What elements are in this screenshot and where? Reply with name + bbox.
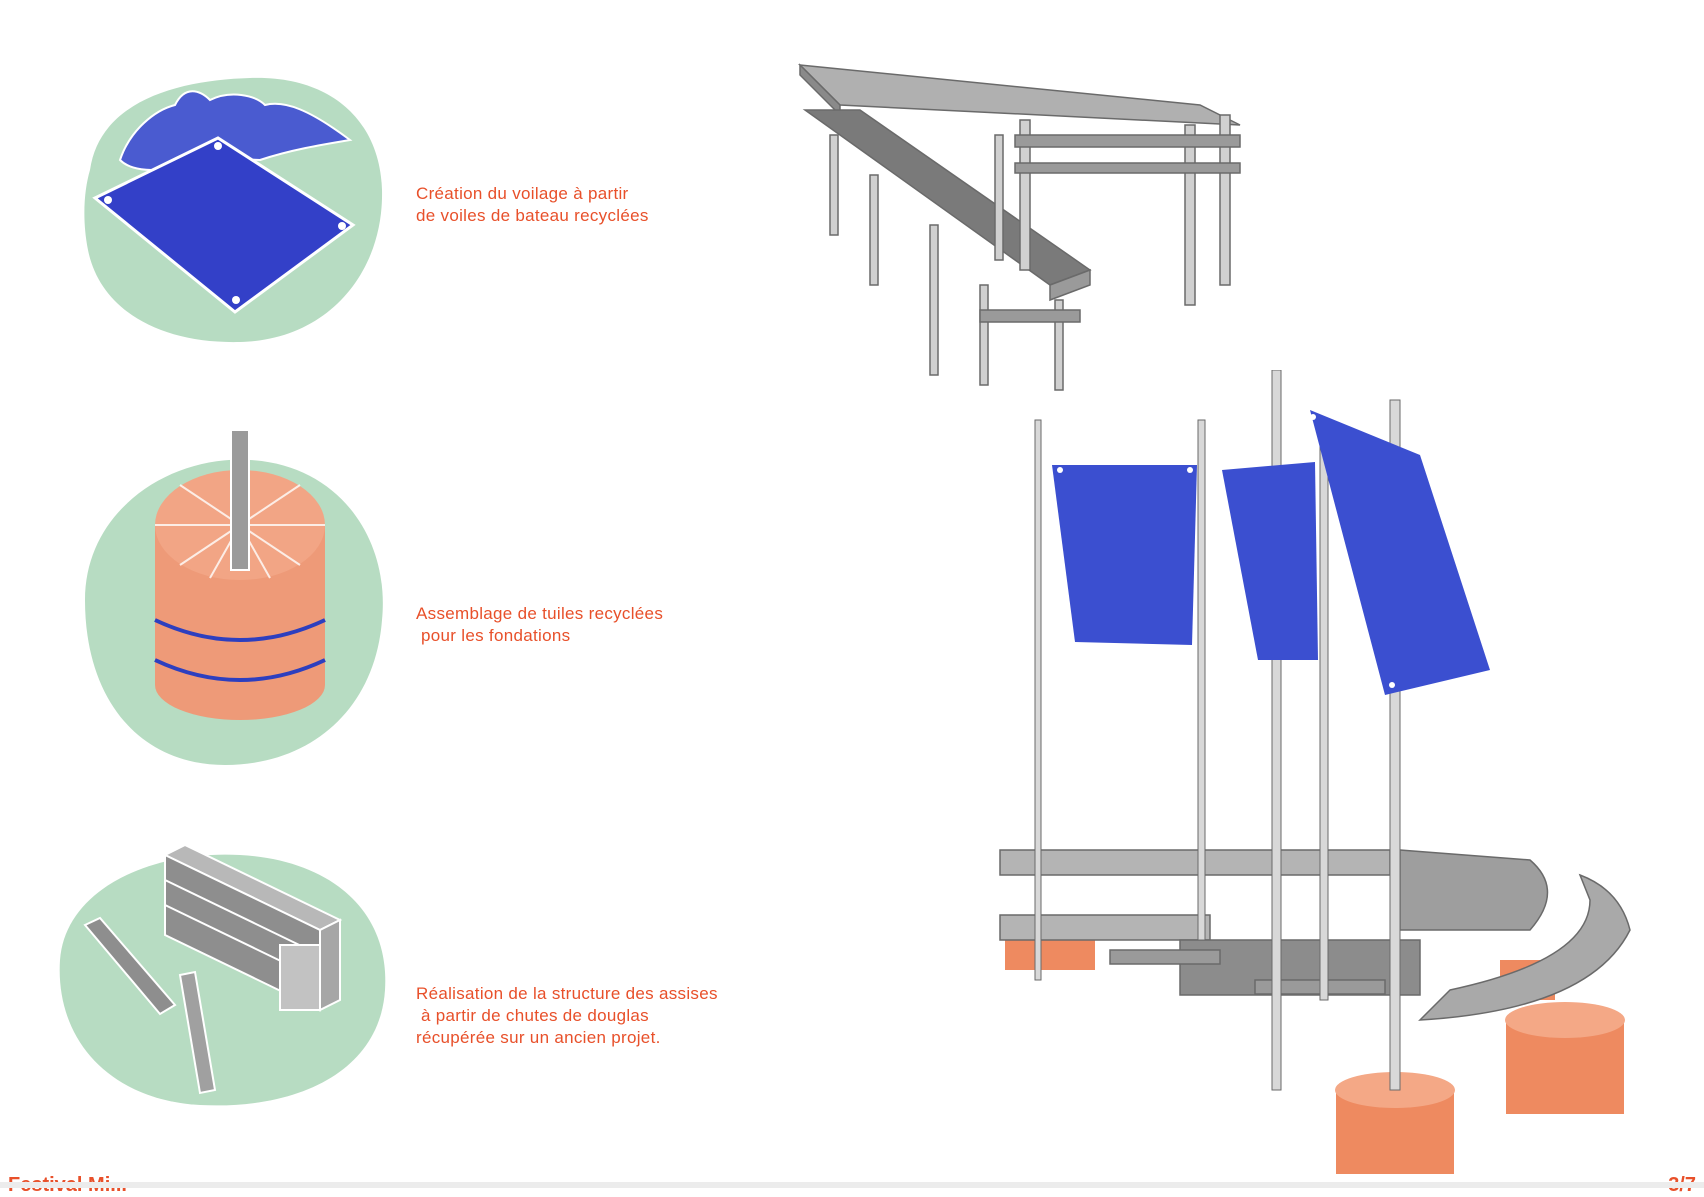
sail-right — [1310, 410, 1490, 695]
bench-structure-drawing — [797, 63, 1241, 391]
tile-foundation-illustration — [85, 430, 383, 765]
step-3-caption: Réalisation de la structure des assises … — [416, 984, 718, 1047]
mast — [1197, 419, 1206, 941]
sail-middle — [1222, 462, 1318, 660]
step-2-caption: Assemblage de tuiles recyclées pour les … — [416, 604, 664, 645]
loose-beam-1 — [83, 916, 177, 1016]
pavilion-structure-drawing — [999, 370, 1631, 1176]
sail-left — [1052, 465, 1197, 645]
central-post — [230, 430, 250, 571]
page-frame-bottom — [0, 1182, 1704, 1188]
loose-beam-2 — [178, 970, 217, 1095]
mast — [1319, 439, 1329, 1001]
wood-beams-illustration — [59, 843, 386, 1106]
sail-fabric-illustration — [84, 77, 383, 343]
mast — [1271, 370, 1282, 1091]
mast — [1389, 399, 1401, 1091]
step-1-caption: Création du voilage à partir de voiles d… — [416, 184, 649, 225]
beam-stack — [162, 843, 343, 1012]
mast — [1034, 419, 1042, 981]
flat-sail — [92, 136, 356, 314]
